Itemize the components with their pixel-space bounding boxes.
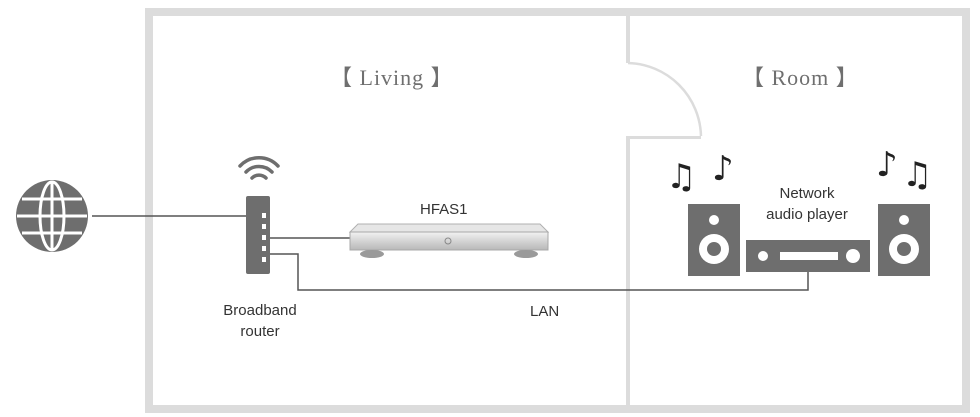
door-threshold <box>626 136 701 139</box>
cables <box>92 215 809 291</box>
music-note-icon: ♫ <box>666 157 697 197</box>
lan-label: LAN <box>530 303 560 320</box>
living-room-label: 【 Living 】 <box>330 65 454 90</box>
door-swing-arc <box>627 61 703 137</box>
partition-wall-lower <box>626 138 630 408</box>
globe-icon <box>16 180 88 252</box>
router-label: Broadband router <box>210 300 310 342</box>
player-label-line1: Network <box>779 185 835 202</box>
hfas1-label: HFAS1 <box>420 201 468 218</box>
room-label: 【 Room 】 <box>742 65 859 90</box>
router-icon <box>238 156 280 274</box>
router-label-line1: Broadband <box>223 302 297 319</box>
music-note-icon: ♪ <box>876 145 898 185</box>
music-note-icon: ♫ <box>902 155 933 195</box>
outer-wall-top <box>145 8 970 16</box>
speaker-right-icon <box>878 204 930 276</box>
player-label: Network audio player <box>752 183 862 225</box>
router-label-line2: router <box>240 323 280 340</box>
player-label-line2: audio player <box>766 206 848 223</box>
partition-wall-upper <box>626 8 630 63</box>
audio-player-icon <box>746 240 870 272</box>
hfas1-server-icon <box>348 223 550 258</box>
lan-cable <box>268 253 809 291</box>
wifi-waves <box>238 156 280 180</box>
outer-wall-bottom <box>145 405 970 413</box>
floor-plan <box>145 8 970 413</box>
outer-wall-left <box>145 8 153 413</box>
speaker-left-icon <box>688 204 740 276</box>
outer-wall-right <box>962 8 970 413</box>
music-note-icon: ♪ <box>712 149 734 189</box>
